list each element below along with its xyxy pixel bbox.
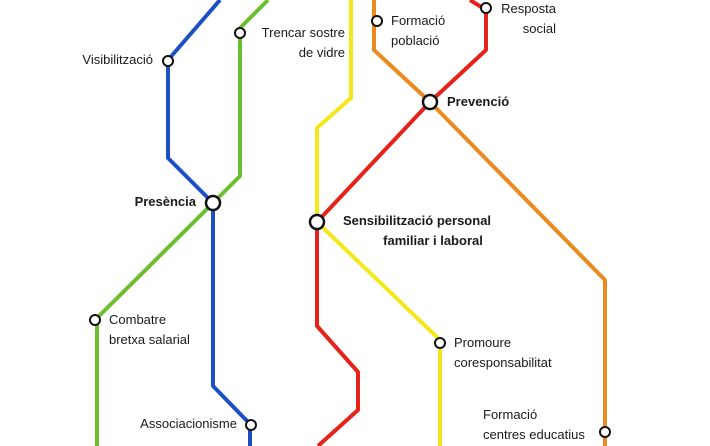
label-presencia: Presència	[110, 192, 196, 212]
label-combatre-bretxa: Combatre bretxa salarial	[109, 310, 190, 350]
label-promoure-line2: coresponsabilitat	[454, 355, 552, 370]
label-sensibilitzacio: Sensibilització personal familiar i labo…	[322, 211, 512, 251]
label-combatre-bretxa-line2: bretxa salarial	[109, 332, 190, 347]
label-sensibilitzacio-line1: Sensibilització personal	[342, 213, 492, 228]
label-promoure-line1: Promoure	[454, 335, 512, 350]
label-formacio-centres-line1: Formació	[483, 407, 538, 422]
label-resposta-social-line1: Resposta	[501, 1, 556, 16]
label-resposta-social-line2: social	[522, 21, 556, 36]
label-trencar-sostre-line1: Trencar sostre	[261, 25, 345, 40]
station-formacio-poblacio[interactable]	[371, 15, 383, 27]
blue-line	[166, 0, 252, 446]
label-combatre-bretxa-line1: Combatre	[109, 312, 167, 327]
yellow-line	[315, 0, 442, 446]
label-promoure: Promoure coresponsabilitat	[454, 333, 552, 373]
station-prevencio[interactable]	[421, 93, 439, 111]
label-formacio-poblacio: Formació població	[391, 11, 445, 51]
station-formacio-centres[interactable]	[599, 426, 611, 438]
station-associacionisme[interactable]	[245, 419, 257, 431]
station-presencia[interactable]	[204, 194, 222, 212]
station-trencar-sostre[interactable]	[234, 27, 246, 39]
label-prevencio-text: Prevenció	[447, 94, 510, 109]
label-visibilitzacio: Visibilització	[50, 50, 153, 70]
station-visibilitzacio[interactable]	[162, 55, 174, 67]
station-sensibilitzacio[interactable]	[308, 213, 326, 231]
label-associacionisme-text: Associacionisme	[140, 416, 237, 431]
label-visibilitzacio-text: Visibilització	[82, 52, 153, 67]
label-prevencio: Prevenció	[447, 92, 509, 112]
station-combatre-bretxa[interactable]	[89, 314, 101, 326]
green-line	[95, 0, 270, 446]
label-formacio-centres: Formació centres educatius	[483, 405, 585, 445]
label-resposta-social: Resposta social	[496, 0, 556, 39]
label-trencar-sostre: Trencar sostre de vidre	[250, 23, 345, 63]
label-sensibilitzacio-line2: familiar i laboral	[383, 233, 483, 248]
label-formacio-centres-line2: centres educatius	[483, 427, 585, 442]
label-formacio-poblacio-line1: Formació	[391, 13, 446, 28]
label-trencar-sostre-line2: de vidre	[298, 45, 345, 60]
station-promoure[interactable]	[434, 337, 446, 349]
label-formacio-poblacio-line2: població	[391, 33, 440, 48]
label-associacionisme: Associacionisme	[120, 414, 237, 434]
station-resposta-social[interactable]	[480, 2, 492, 14]
label-presencia-text: Presència	[134, 194, 196, 209]
